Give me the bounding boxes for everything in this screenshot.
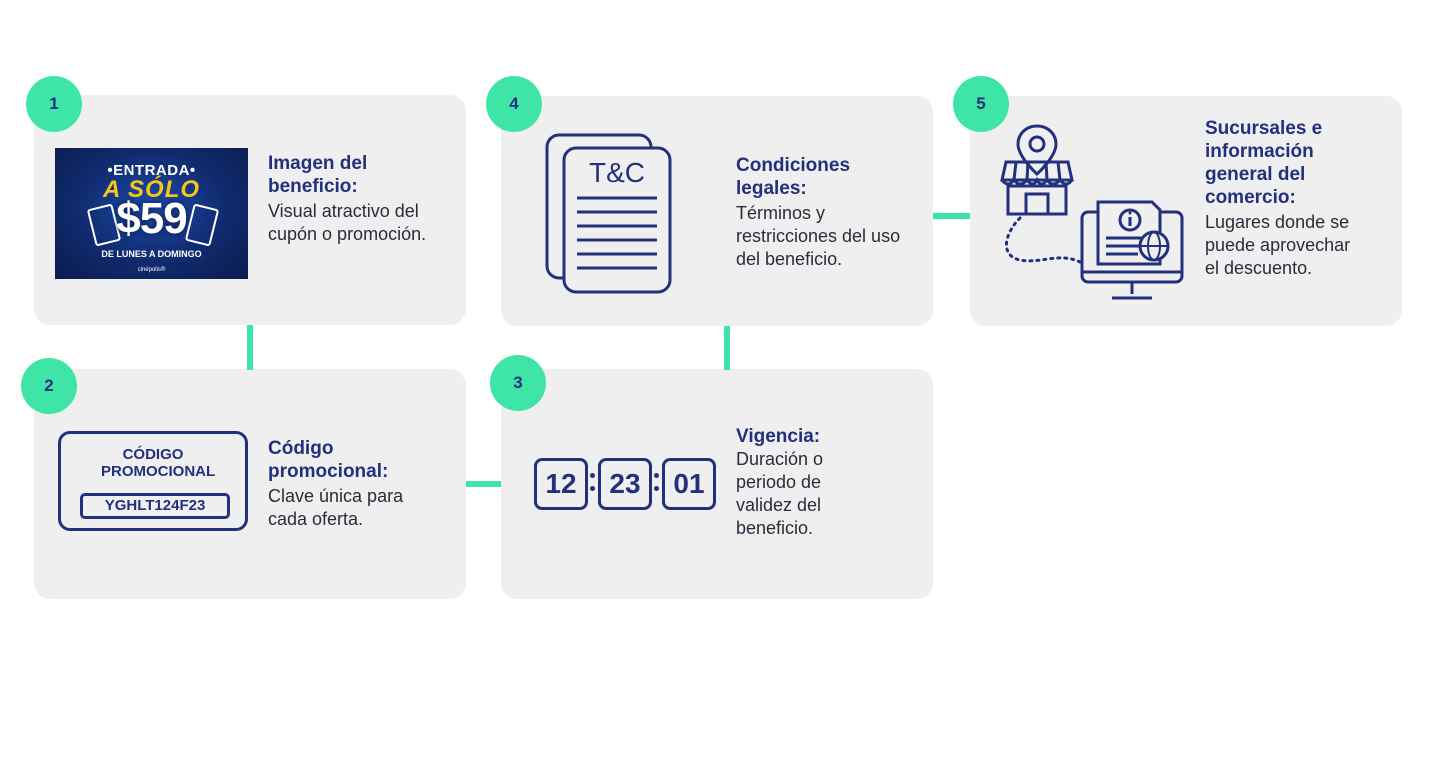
- step-description-5: Lugares donde se puede aprovechar el des…: [1205, 212, 1351, 278]
- step-badge-2: 2: [21, 358, 77, 414]
- step-description-4: Términos y restricciones del uso del ben…: [736, 203, 901, 269]
- promo-code-value: YGHLT124F23: [80, 493, 230, 519]
- coupon-middle-text: A SÓLO: [102, 176, 201, 203]
- timer-minutes: 23: [598, 458, 652, 510]
- step-description-3: Duración o periodo de validez del benefi…: [736, 449, 824, 538]
- timer-separator-icon: [590, 470, 596, 496]
- step-badge-4: 4: [486, 76, 542, 132]
- coupon-days: DE LUNES A DOMINGO: [101, 249, 202, 259]
- step-badge-5: 5: [953, 76, 1009, 132]
- coupon-top-text: •ENTRADA•: [107, 162, 196, 179]
- connector-2-3: [466, 481, 501, 487]
- coupon-brand: cinépolis®: [137, 267, 166, 273]
- timer-hours: 12: [534, 458, 588, 510]
- terms-label: T&C: [589, 157, 645, 188]
- coupon-price: $59: [116, 194, 187, 243]
- step-description-2: Clave única para cada oferta.: [268, 486, 404, 529]
- step-card-5: [970, 96, 1402, 326]
- promo-label: CÓDIGO PROMOCIONAL: [101, 446, 216, 480]
- terms-document-icon: T&C: [545, 133, 672, 294]
- step-title-5: Sucursales e información general del com…: [1205, 118, 1323, 208]
- step-card-3: [501, 369, 933, 599]
- timer-seconds: 01: [662, 458, 716, 510]
- step-title-2: Código promocional:: [268, 438, 389, 482]
- connector-1-2: [247, 325, 253, 370]
- connector-3-4: [724, 326, 730, 370]
- store-location-icon: [1000, 124, 1184, 300]
- step-title-1: Imagen del beneficio:: [268, 153, 368, 197]
- step-title-3: Vigencia:: [736, 426, 821, 447]
- step-description-1: Visual atractivo del cupón o promoción.: [268, 201, 427, 244]
- promo-code-icon: CÓDIGO PROMOCIONAL YGHLT124F23: [58, 431, 248, 531]
- connector-4-5: [933, 213, 970, 219]
- timer-separator-icon: [654, 470, 660, 496]
- step-title-4: Condiciones legales:: [736, 155, 851, 199]
- coupon-image: •ENTRADA• A SÓLO $59 DE LUNES A DOMINGO …: [55, 148, 248, 279]
- step-badge-3: 3: [490, 355, 546, 411]
- step-badge-1: 1: [26, 76, 82, 132]
